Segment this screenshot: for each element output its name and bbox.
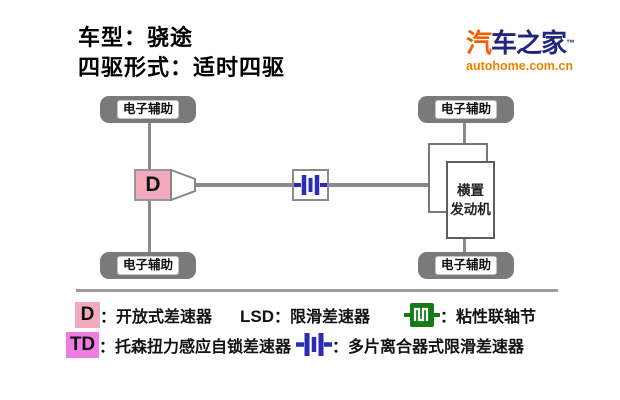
torsen-differential-label: ：托森扭力感应自锁差速器 xyxy=(99,338,292,356)
logo-first-char: 汽 xyxy=(466,28,492,58)
front-axle-lower-line xyxy=(463,237,466,253)
autohome-domain-text: autohome.com.cn xyxy=(466,59,573,73)
front-axle-upper-line xyxy=(463,123,466,145)
viscous-coupling-label: ：粘性联轴节 xyxy=(440,309,537,326)
engine-box: 横置 发动机 xyxy=(446,161,495,239)
lsd-symbol: LSD xyxy=(240,307,275,326)
bevel-gear-icon xyxy=(170,168,196,202)
torsen-differential-chip: TD xyxy=(66,331,99,358)
drive-type-title: 四驱形式：适时四驱 xyxy=(78,55,286,80)
legend-separator-line xyxy=(76,289,558,292)
open-differential-box: D xyxy=(134,169,172,201)
autohome-logo: 汽车之家™ autohome.com.cn xyxy=(466,28,576,73)
engine-label-line2: 发动机 xyxy=(450,202,491,217)
multi-plate-clutch-label: ：多片离合器式限滑差速器 xyxy=(332,338,525,356)
engine-label-line1: 横置 xyxy=(457,183,484,198)
wheel-top-left: 电子辅助 xyxy=(100,96,196,123)
logo-rest-chars: 车之家 xyxy=(491,28,567,58)
vehicle-model-title: 车型：骁途 xyxy=(78,25,194,50)
open-differential-chip: D xyxy=(75,302,100,328)
legend-row-1: D ：开放式差速器 LSD：限滑差速器 ：粘性联轴节 xyxy=(75,302,536,328)
multi-plate-clutch-icon xyxy=(294,172,327,198)
wheel-top-right: 电子辅助 xyxy=(418,96,514,123)
trademark-symbol: ™ xyxy=(566,38,576,48)
lsd-legend-item: LSD：限滑差速器 xyxy=(240,303,370,327)
wheel-label: 电子辅助 xyxy=(434,100,497,119)
autohome-logo-wordmark: 汽车之家™ xyxy=(466,28,576,58)
viscous-coupling-icon xyxy=(404,302,441,328)
legend-row-2: TD ：托森扭力感应自锁差速器 ：多片离合器式限滑差速器 xyxy=(66,331,524,358)
lsd-label: ：限滑差速器 xyxy=(274,309,371,326)
wheel-label: 电子辅助 xyxy=(116,256,179,275)
clutch-coupling-box xyxy=(292,169,329,201)
wheel-bottom-right: 电子辅助 xyxy=(418,252,514,279)
open-differential-label: ：开放式差速器 xyxy=(100,309,213,326)
multi-plate-clutch-icon xyxy=(296,331,333,358)
wheel-label: 电子辅助 xyxy=(434,256,497,275)
wheel-label: 电子辅助 xyxy=(116,100,179,119)
wheel-bottom-left: 电子辅助 xyxy=(100,252,196,279)
